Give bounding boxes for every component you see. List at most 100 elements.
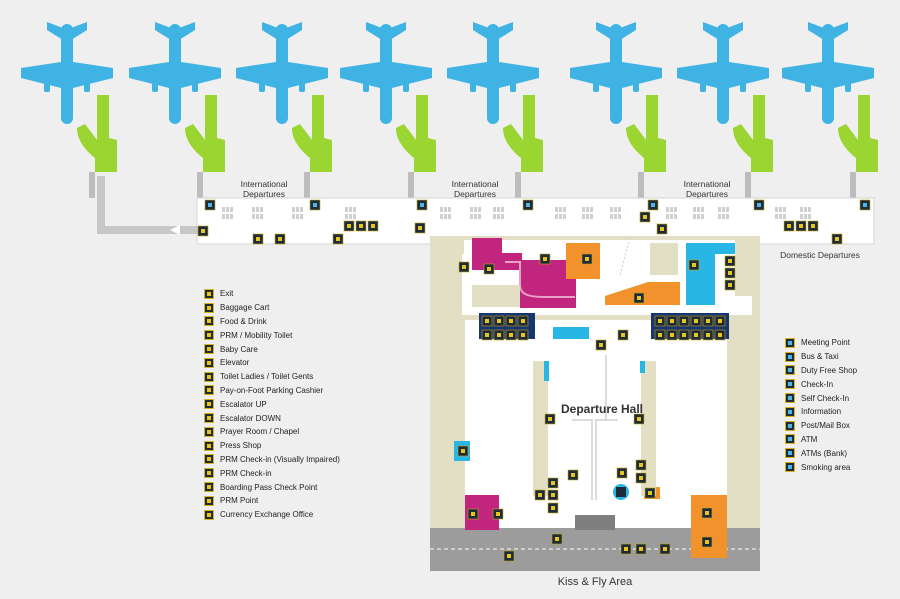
legend-item: Self Check-In <box>785 391 895 405</box>
gate-icon <box>522 199 534 211</box>
gate-connector <box>850 172 856 198</box>
gate-connector <box>304 172 310 198</box>
legend-label: Meeting Point <box>801 338 850 348</box>
parking-cashier-icon <box>204 385 214 396</box>
seat <box>349 207 352 212</box>
seat <box>497 207 500 212</box>
food-drink-icon <box>492 508 504 520</box>
baby-care-icon <box>355 220 367 232</box>
toilet-icon <box>654 329 666 341</box>
airplane-icon <box>677 22 769 124</box>
seat <box>230 207 233 212</box>
legend-item: Elevator <box>204 356 374 370</box>
seat <box>722 207 725 212</box>
aircraft-stand <box>782 22 878 198</box>
seat <box>800 207 803 212</box>
seat <box>614 207 617 212</box>
toilet-icon <box>714 315 726 327</box>
toilet-icon <box>714 329 726 341</box>
prm-point-icon <box>204 495 214 506</box>
mail-box-icon <box>785 420 795 431</box>
seat <box>586 207 589 212</box>
duty-free-shop-zone <box>472 238 576 308</box>
self-check-in-icon <box>785 393 795 404</box>
seat <box>256 207 259 212</box>
escalator-down-icon <box>656 223 668 235</box>
legend-label: Toilet Ladies / Toilet Gents <box>220 372 314 382</box>
seat <box>260 207 263 212</box>
elevator-icon <box>252 233 264 245</box>
jet-bridge <box>77 95 117 172</box>
legend-label: Escalator UP <box>220 399 267 409</box>
seat <box>226 214 229 219</box>
gate-seating <box>222 207 811 219</box>
seat <box>474 207 477 212</box>
seat <box>726 207 729 212</box>
jet-bridge <box>185 95 225 172</box>
seat <box>252 214 255 219</box>
gate-connector <box>638 172 644 198</box>
exit-icon <box>458 261 470 273</box>
seat <box>718 214 721 219</box>
checkin-desk-left <box>544 361 549 381</box>
atm-bank-icon <box>635 472 647 484</box>
toilet-icon <box>690 315 702 327</box>
legend-label: Self Check-In <box>801 393 850 403</box>
exit-icon <box>204 288 214 299</box>
departure-hall-label: Departure Hall <box>560 402 644 416</box>
seat <box>775 214 778 219</box>
legend-item: Bus & Taxi <box>785 350 895 364</box>
legend-item: PRM Check-in (Visually Impaired) <box>204 453 374 467</box>
duty-free-icon <box>539 253 551 265</box>
seat <box>470 214 473 219</box>
seat <box>808 214 811 219</box>
seat <box>674 214 677 219</box>
toilet-icon <box>367 220 379 232</box>
gate-icon <box>753 199 765 211</box>
legend-item: Baby Care <box>204 342 374 356</box>
seat <box>353 207 356 212</box>
entrance-canopy <box>575 515 615 530</box>
legend-label: Press Shop <box>220 441 262 451</box>
seat <box>666 214 669 219</box>
food-drink-icon <box>633 292 645 304</box>
seat <box>559 214 562 219</box>
aircraft-stand <box>21 22 117 198</box>
seat <box>610 214 613 219</box>
baby-care-icon <box>795 220 807 232</box>
airplane-icon <box>447 22 539 124</box>
prayer-room-icon <box>204 426 214 437</box>
gate-connector <box>89 172 95 198</box>
legend-label: Exit <box>220 289 234 299</box>
press-shop-icon <box>204 440 214 451</box>
seat <box>448 207 451 212</box>
food-drink-icon <box>701 536 713 548</box>
toilet-icon <box>505 315 517 327</box>
elevator-icon <box>204 357 214 368</box>
seat <box>440 214 443 219</box>
atm-icon <box>616 467 628 479</box>
seat <box>586 214 589 219</box>
airplane-icon <box>782 22 874 124</box>
escalator-up-icon <box>197 225 209 237</box>
seat <box>701 214 704 219</box>
prm-toilet-icon <box>204 330 214 341</box>
toilet-icon <box>654 315 666 327</box>
legend-label: Duty Free Shop <box>801 365 858 375</box>
walkway <box>97 226 199 234</box>
seat <box>493 207 496 212</box>
aircraft-stand <box>677 22 773 198</box>
toilet-icon <box>493 315 505 327</box>
seat <box>474 214 477 219</box>
seat <box>296 207 299 212</box>
food-drink-icon <box>204 316 214 327</box>
toilet-icon <box>481 315 493 327</box>
prm-checkin-visual-icon <box>204 454 214 465</box>
cyan-zone <box>686 243 748 305</box>
legend-label: Currency Exchange Office <box>220 510 314 520</box>
duty-free-icon <box>785 365 795 376</box>
seat <box>444 214 447 219</box>
intl-departures-label-1: International Departures <box>240 179 288 199</box>
